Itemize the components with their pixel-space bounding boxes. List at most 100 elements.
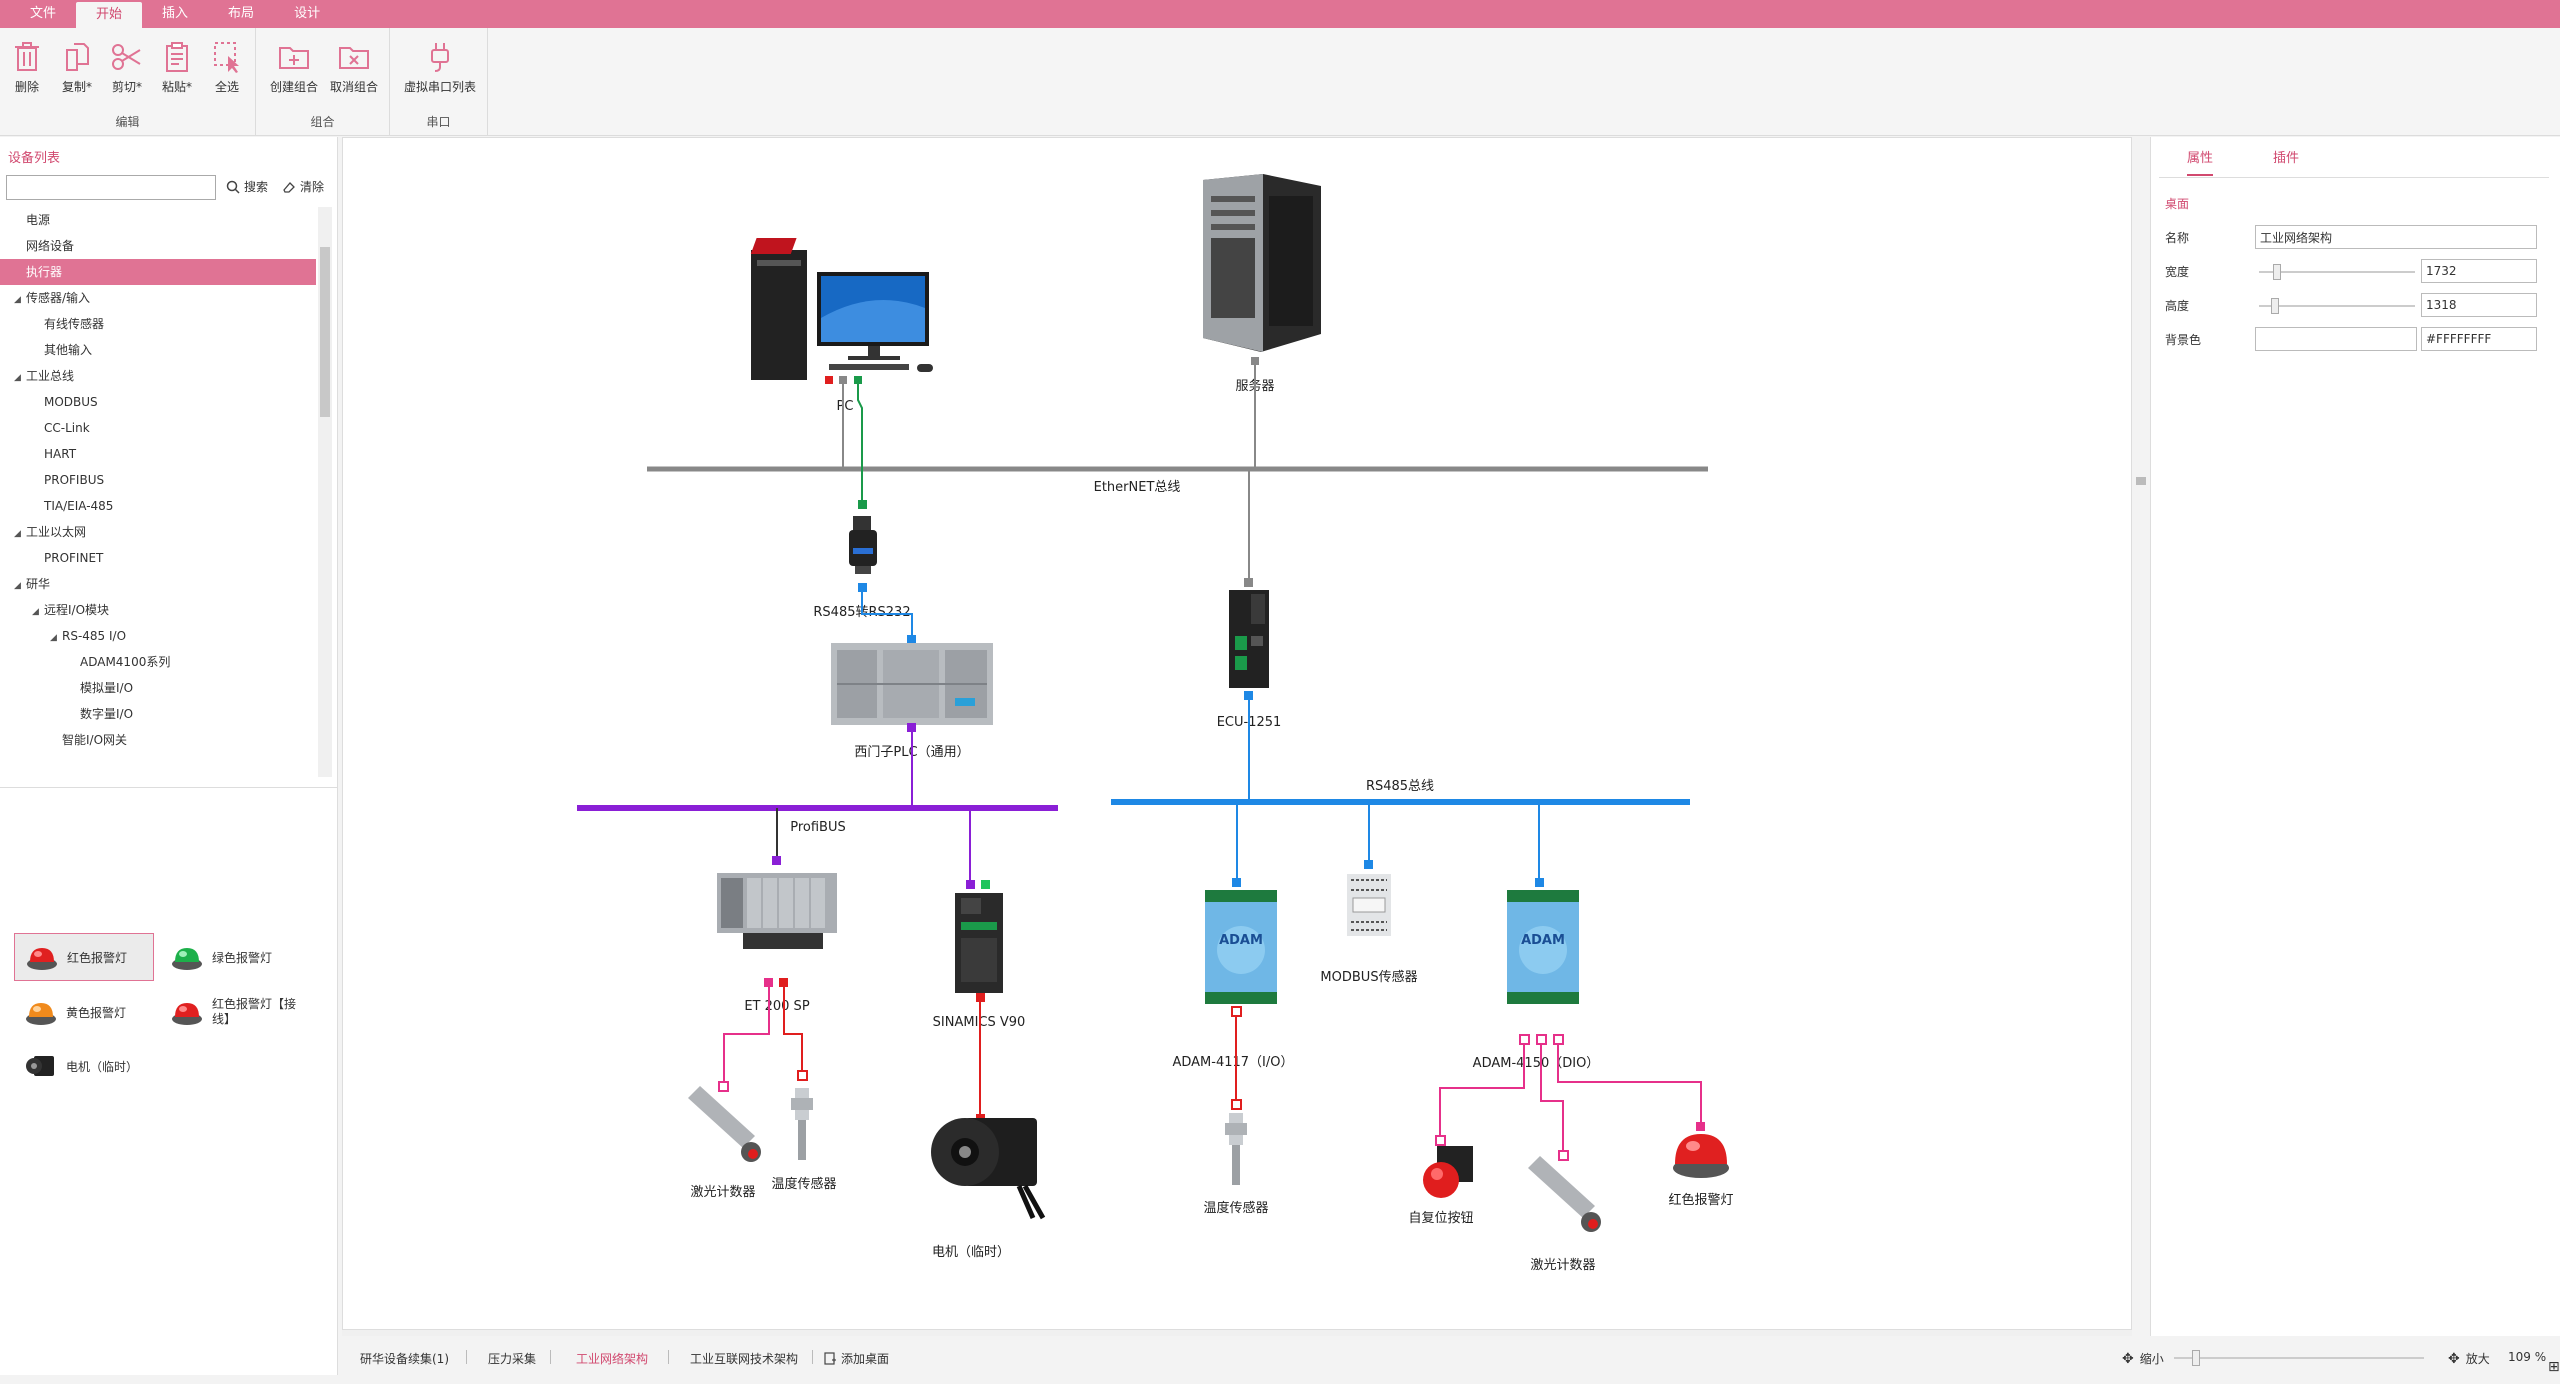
red-lamp-port[interactable]	[1696, 1122, 1705, 1131]
tree-item[interactable]: ◢RS-485 I/O	[0, 623, 316, 649]
palette-item-motor[interactable]: 电机（临时）	[14, 1042, 154, 1090]
ecu-port-gray[interactable]	[1244, 578, 1253, 587]
expand-arrow-icon[interactable]: ◢	[32, 607, 39, 617]
tree-item[interactable]: PROFIBUS	[0, 467, 316, 493]
temp1-port[interactable]	[797, 1070, 808, 1081]
width-slider-knob[interactable]	[2273, 264, 2281, 280]
plc-device[interactable]	[831, 643, 993, 725]
laser1-port[interactable]	[718, 1081, 729, 1092]
ecu-port-blue[interactable]	[1244, 691, 1253, 700]
ungroup-button[interactable]: 取消组合	[326, 40, 382, 95]
et200-device[interactable]	[717, 873, 837, 949]
pc-port-green[interactable]	[854, 376, 862, 384]
tree-item[interactable]: 其他输入	[0, 337, 316, 363]
tree-item[interactable]: PROFINET	[0, 545, 316, 571]
width-slider[interactable]	[2259, 264, 2415, 280]
laser2-device[interactable]	[1528, 1156, 1601, 1232]
tab-plugins[interactable]: 插件	[2273, 151, 2300, 166]
tab-desktop-pressure[interactable]: 压力采集	[488, 1352, 537, 1366]
tree-item[interactable]: 网络设备	[0, 233, 316, 259]
canvas-vertical-scrollbar[interactable]	[2132, 137, 2150, 1330]
pc-port-gray[interactable]	[839, 376, 847, 384]
adam4150-port-3[interactable]	[1553, 1034, 1564, 1045]
clear-button[interactable]: 清除	[282, 178, 324, 195]
server-device[interactable]	[1203, 174, 1321, 352]
plc-port-blue[interactable]	[907, 635, 916, 644]
pc-device[interactable]	[750, 238, 933, 380]
adam4117-port-red[interactable]	[1231, 1006, 1242, 1017]
adam4150-port-1[interactable]	[1519, 1034, 1530, 1045]
bg-color-input[interactable]	[2421, 327, 2537, 351]
copy-button[interactable]: 复制*	[52, 40, 102, 95]
tree-item[interactable]: ◢远程I/O模块	[0, 597, 316, 623]
tree-item[interactable]: 模拟量I/O	[0, 675, 316, 701]
temp2-device[interactable]	[1225, 1113, 1247, 1185]
modbus-sensor-device[interactable]	[1347, 874, 1391, 936]
restore-button[interactable]: ⊞ 还原	[2548, 1350, 2560, 1384]
laser1-device[interactable]	[688, 1086, 761, 1162]
v90-port-green[interactable]	[981, 880, 990, 889]
red-lamp-device[interactable]	[1673, 1134, 1729, 1178]
search-button[interactable]: 搜索	[226, 178, 268, 195]
tree-item[interactable]: 智能I/O网关	[0, 727, 316, 753]
height-slider[interactable]	[2259, 298, 2415, 314]
expand-arrow-icon[interactable]: ◢	[14, 373, 21, 383]
tab-desktop-advantech[interactable]: 研华设备续集(1)	[360, 1352, 449, 1366]
palette-item-green-alarm-lamp[interactable]: 绿色报警灯	[160, 933, 300, 981]
paste-button[interactable]: 粘贴*	[152, 40, 202, 95]
menu-tab-layout[interactable]: 布局	[228, 6, 255, 21]
cut-button[interactable]: 剪切*	[102, 40, 152, 95]
adam4150-port-blue[interactable]	[1535, 878, 1544, 887]
tree-scrollbar-thumb[interactable]	[320, 247, 330, 417]
temp2-port[interactable]	[1231, 1099, 1242, 1110]
rs485-converter-device[interactable]	[849, 516, 877, 574]
expand-arrow-icon[interactable]: ◢	[14, 581, 21, 591]
canvas-scrollbar-thumb[interactable]	[2136, 477, 2146, 485]
tree-item[interactable]: ◢工业以太网	[0, 519, 316, 545]
expand-arrow-icon[interactable]: ◢	[14, 295, 21, 305]
rs485-port-blue[interactable]	[858, 583, 867, 592]
tree-scrollbar[interactable]	[318, 207, 332, 777]
adam4150-port-2[interactable]	[1536, 1034, 1547, 1045]
expand-arrow-icon[interactable]: ◢	[14, 529, 21, 539]
tree-item[interactable]: ADAM4100系列	[0, 649, 316, 675]
virtual-serial-list-button[interactable]: 虚拟串口列表	[398, 40, 482, 95]
tree-item[interactable]: 有线传感器	[0, 311, 316, 337]
temp1-device[interactable]	[791, 1088, 813, 1160]
plc-port-purple[interactable]	[907, 723, 916, 732]
menu-tab-file[interactable]: 文件	[30, 6, 57, 21]
diagram-canvas[interactable]: EtherNET总线 ProfiBUS RS485总线 PC	[342, 137, 2132, 1330]
reset-button-port[interactable]	[1435, 1135, 1446, 1146]
create-group-button[interactable]: 创建组合	[266, 40, 322, 95]
device-search-input[interactable]	[6, 175, 216, 200]
rs485-port-green[interactable]	[858, 500, 867, 509]
laser2-port[interactable]	[1558, 1150, 1569, 1161]
et200-port-purple[interactable]	[772, 856, 781, 865]
server-port[interactable]	[1251, 357, 1259, 365]
modbus-sensor-port[interactable]	[1364, 860, 1373, 869]
tree-item[interactable]: TIA/EIA-485	[0, 493, 316, 519]
zoom-slider[interactable]	[2174, 1350, 2424, 1366]
v90-device[interactable]	[955, 893, 1003, 993]
tree-item[interactable]: ◢传感器/输入	[0, 285, 316, 311]
menu-tab-insert[interactable]: 插入	[162, 6, 189, 21]
adam4150-device[interactable]: ADAM	[1507, 890, 1579, 1004]
adam4117-port-blue[interactable]	[1232, 878, 1241, 887]
pc-port-red[interactable]	[825, 376, 833, 384]
adam4117-device[interactable]: ADAM	[1205, 890, 1277, 1004]
palette-item-yellow-alarm-lamp[interactable]: 黄色报警灯	[14, 988, 154, 1036]
tree-item[interactable]: HART	[0, 441, 316, 467]
tree-item[interactable]: 数字量I/O	[0, 701, 316, 727]
add-desktop-button[interactable]: 添加桌面	[824, 1350, 889, 1367]
et200-port-2[interactable]	[779, 978, 788, 987]
tree-item[interactable]: CC-Link	[0, 415, 316, 441]
zoom-in-button[interactable]: ✥ 放大	[2448, 1350, 2490, 1367]
menu-tab-home[interactable]: 开始	[76, 2, 143, 28]
motor-device[interactable]	[931, 1118, 1046, 1220]
palette-item-red-alarm-lamp-wired[interactable]: 红色报警灯【接线】	[160, 988, 310, 1036]
expand-arrow-icon[interactable]: ◢	[50, 633, 57, 643]
select-all-button[interactable]: 全选	[202, 40, 252, 95]
menu-tab-design[interactable]: 设计	[294, 6, 321, 21]
v90-port-purple[interactable]	[966, 880, 975, 889]
name-input[interactable]	[2255, 225, 2537, 249]
